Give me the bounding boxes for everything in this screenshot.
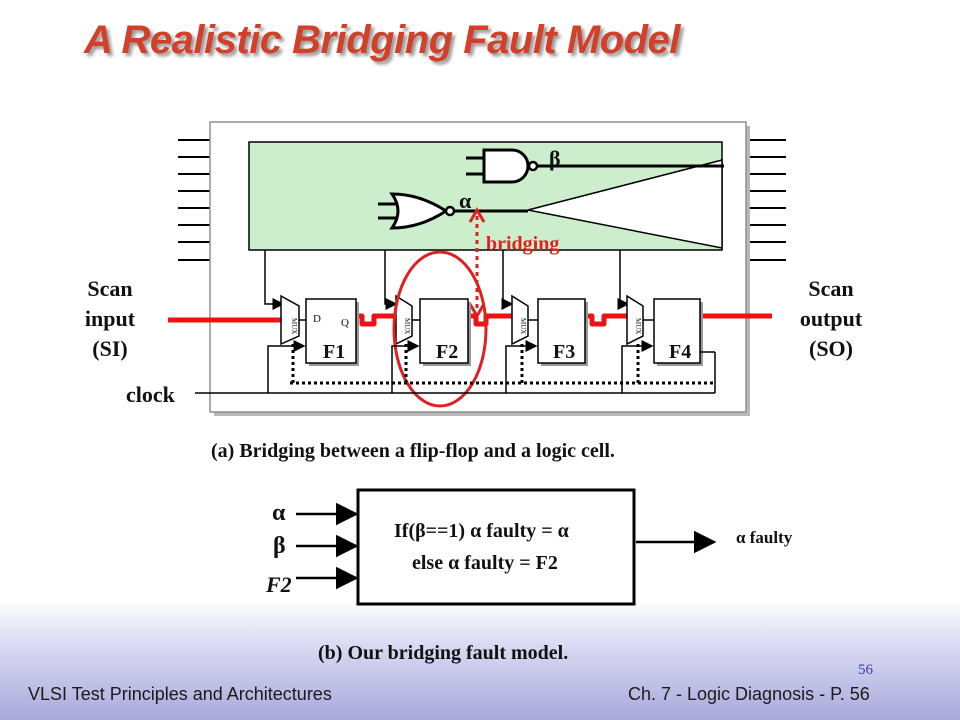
- page-number: 56: [858, 662, 873, 678]
- output-alpha-faulty: α faulty: [736, 528, 793, 547]
- clock-lines: [195, 340, 716, 394]
- clock-label: clock: [126, 382, 175, 407]
- rule-line-2: else α faulty = F2: [412, 552, 558, 574]
- beta-gate-label: β: [549, 146, 561, 171]
- nand-gate: [466, 148, 724, 184]
- footer-band: [0, 600, 960, 720]
- ff-1-label: F1: [323, 341, 345, 363]
- bridging-label: bridging: [486, 233, 559, 255]
- scan-chain: [168, 313, 772, 327]
- caption-b: (b) Our bridging fault model.: [318, 642, 569, 664]
- ff-pin-q: Q: [341, 317, 349, 329]
- nor-gate: [378, 192, 528, 230]
- caption-a: (a) Bridging between a flip-flop and a l…: [211, 440, 615, 462]
- highlight-ellipse: [392, 250, 488, 408]
- scan-output-line2: output: [799, 306, 863, 331]
- scan-output-line1: Scan: [808, 276, 854, 301]
- scan-input-line2: input: [84, 306, 136, 331]
- input-f2: F2: [266, 572, 292, 597]
- mux-2-label: MUX: [403, 318, 411, 334]
- footer-chapter: Ch. 7 - Logic Diagnosis - P. 56: [628, 684, 870, 704]
- left-io-pins: [178, 139, 212, 261]
- input-beta: β: [273, 533, 286, 559]
- mux-1-label: MUX: [290, 318, 298, 334]
- alpha-gate-label: α: [459, 188, 472, 213]
- scan-input-line3: (SI): [92, 336, 128, 361]
- footer-course-title: VLSI Test Principles and Architectures: [28, 684, 332, 704]
- fanout-cone: [527, 159, 723, 249]
- slide-title: A Realistic Bridging Fault Model: [84, 18, 680, 62]
- mux-4-label: MUX: [634, 318, 642, 334]
- ff-2-label: F2: [436, 341, 458, 363]
- ff-4-label: F4: [669, 341, 691, 363]
- logic-to-mux-lines: [264, 250, 630, 310]
- scan-output-label: Scan output (SO): [786, 274, 876, 364]
- input-alpha: α: [272, 500, 286, 526]
- flip-flop-boxes: [305, 298, 701, 364]
- ff-pin-d: D: [313, 313, 321, 325]
- ff-3-label: F3: [553, 341, 575, 363]
- scan-output-line3: (SO): [809, 336, 853, 361]
- mux-shapes: [280, 294, 644, 346]
- mux-3-label: MUX: [519, 318, 527, 334]
- right-io-pins: [746, 139, 786, 261]
- rule-line-1: If(β==1) α faulty = α: [394, 520, 569, 542]
- scan-input-line1: Scan: [87, 276, 133, 301]
- scan-input-label: Scan input (SI): [70, 274, 150, 364]
- clock-tree: [290, 344, 715, 385]
